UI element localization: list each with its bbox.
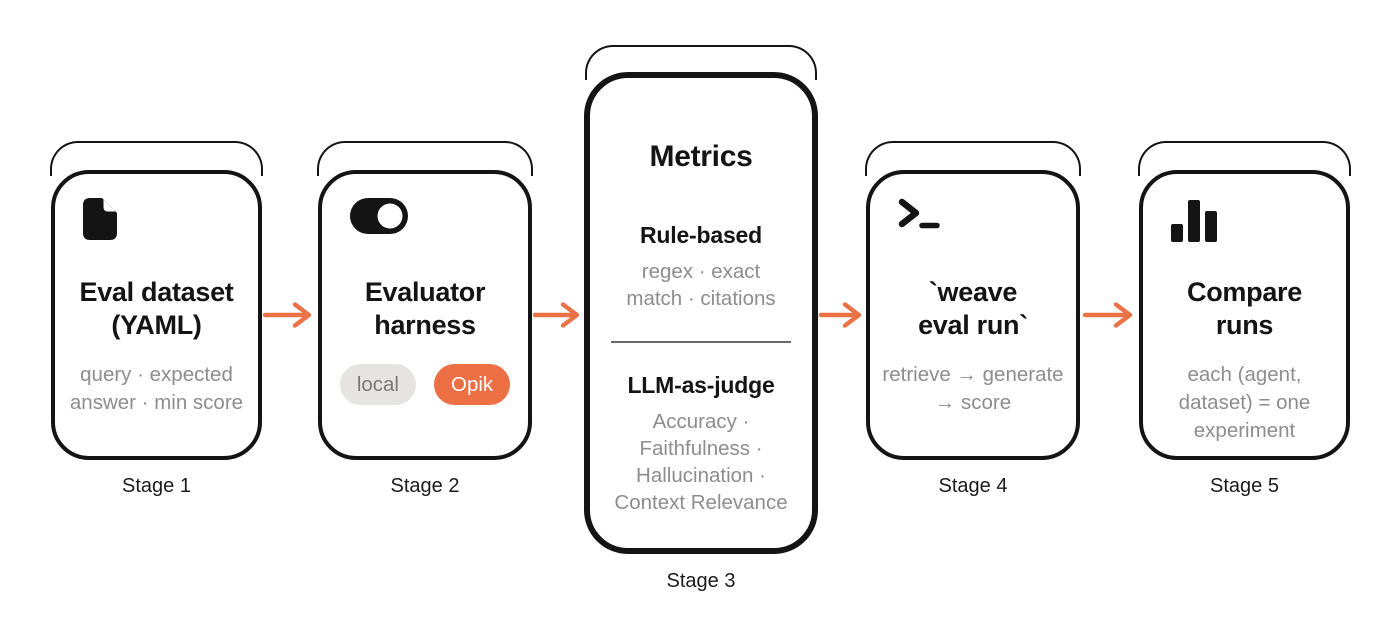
stage-card-3: Metrics Rule-based regex · exact match ·…	[584, 45, 818, 554]
stage-label-2: Stage 2	[390, 475, 460, 497]
flow-arrow	[819, 302, 862, 328]
terminal-icon	[898, 198, 940, 235]
stage-title: `weave eval run`	[918, 277, 1028, 340]
flow-arrow	[263, 302, 312, 328]
rule-based-body: regex · exact match · citations	[626, 260, 776, 310]
stage-card-1: Eval dataset (YAML) query · expected ans…	[50, 141, 263, 460]
rule-based-heading: Rule-based	[640, 222, 762, 248]
stage-title: Evaluator harness	[364, 277, 486, 340]
stage-title: Compare runs	[1187, 277, 1302, 340]
stage-subtitle: retrieve → generate → score	[882, 363, 1064, 414]
stage-label-4: Stage 4	[938, 475, 1008, 497]
stacked-card-back	[317, 141, 533, 176]
flow-arrow	[1083, 302, 1133, 328]
stage-subtitle: query · expected answer · min score	[69, 363, 244, 414]
stage-title: Eval dataset (YAML)	[79, 277, 234, 340]
stage-card-5: Compare runs each (agent, dataset) = one…	[1138, 141, 1351, 460]
stacked-card-back	[50, 141, 263, 176]
stage-subtitle: each (agent, dataset) = one experiment	[1178, 363, 1311, 442]
stacked-card-back	[585, 45, 817, 80]
stage-card-2: Evaluator harness local Opik	[317, 141, 533, 460]
document-icon	[83, 198, 117, 245]
section-divider	[611, 341, 791, 343]
opik-pill: Opik	[434, 364, 511, 405]
stage-label-1: Stage 1	[122, 475, 191, 497]
stage-label-3: Stage 3	[666, 570, 736, 592]
flow-arrow	[533, 302, 580, 328]
stage-label-5: Stage 5	[1210, 475, 1279, 497]
stage-card-4: `weave eval run` retrieve → generate → s…	[865, 141, 1081, 460]
local-pill: local	[339, 364, 416, 405]
stacked-card-back	[865, 141, 1081, 176]
stacked-card-back	[1138, 141, 1351, 176]
toggle-icon	[350, 198, 408, 239]
llm-judge-heading: LLM-as-judge	[627, 372, 775, 398]
bar-chart-icon	[1171, 198, 1217, 247]
metrics-title: Metrics	[649, 140, 753, 173]
mode-pills: local Opik	[322, 364, 528, 405]
llm-judge-body: Accuracy · Faithfulness · Hallucination …	[614, 410, 788, 514]
